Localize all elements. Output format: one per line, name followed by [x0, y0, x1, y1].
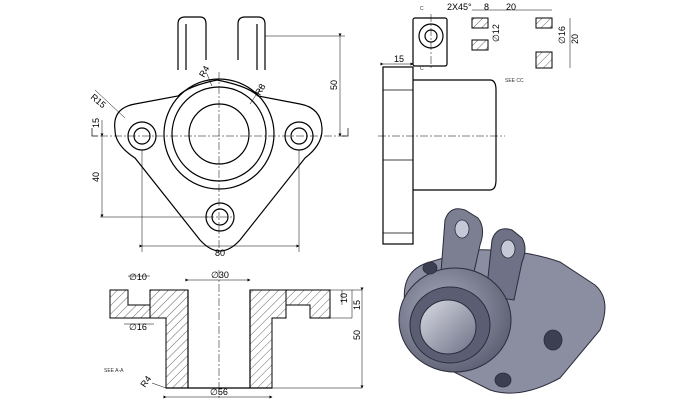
section-mark-left: [91, 128, 98, 137]
dim-r4-top-text: R4: [197, 64, 211, 79]
dim-80-text: 80: [215, 248, 225, 258]
cc-lower-right: [535, 51, 553, 69]
dim-15-side-text: 15: [394, 54, 404, 64]
dim-50-sec-text: 50: [352, 330, 362, 340]
leader-r15: [94, 89, 126, 119]
side-boss: [413, 79, 497, 191]
section-view: ∅10 ∅30 ∅16 ∅56 R4 10 15 50 SEE A-A: [104, 270, 364, 399]
iso-left-lug-hole: [454, 219, 470, 239]
cc-upper-right: [535, 17, 553, 29]
top-view: 50 40 15 80 R15 R4 R8: [89, 16, 349, 258]
dim-phi56-text: ∅56: [210, 387, 228, 397]
section-left-wall: [149, 289, 189, 389]
section-left-flange: [109, 289, 151, 319]
section-c-bottom: C: [420, 66, 424, 72]
dim-chamfer-text: 2X45°: [447, 2, 472, 12]
view-aa-label: SEE A-A: [104, 368, 124, 374]
view-cc-label: SEE CC: [505, 78, 524, 84]
dim-r4-sec-text: R4: [138, 374, 153, 389]
leader-r8: [249, 85, 263, 105]
right-lug-outline: [237, 16, 266, 70]
iso-hole-bottom: [494, 372, 512, 388]
side-flange: [382, 66, 414, 245]
flange-outline: [114, 79, 323, 252]
dim-20-top-text: 20: [506, 2, 516, 12]
dim-20-side-text: 20: [570, 34, 580, 44]
side-lug: [412, 17, 448, 67]
dim-phi16-side-text: ∅16: [557, 26, 567, 44]
iso-hole-right: [543, 329, 563, 351]
section-right-wall: [249, 289, 287, 389]
section-mark-right: [342, 128, 349, 137]
section-c-top: C: [420, 6, 424, 12]
dim-15-sec-text: 15: [352, 300, 362, 310]
iso-right-lug-hole: [500, 239, 516, 259]
iso-bore: [419, 299, 477, 355]
dim-10-text: 10: [339, 293, 349, 303]
dim-r8-text: R8: [253, 82, 267, 97]
leader-r4-sec: [151, 382, 167, 389]
section-right-flange: [285, 289, 331, 319]
dim-phi30-text: ∅30: [211, 270, 229, 280]
iso-hole-left: [422, 261, 438, 275]
dim-50-text: 50: [329, 80, 339, 90]
dim-r15-text: R15: [89, 92, 108, 110]
iso-right-lug: [485, 228, 526, 301]
cc-upper-left: [471, 17, 489, 29]
dim-15-left-text: 15: [91, 118, 101, 128]
dim-phi16-text: ∅16: [129, 322, 147, 332]
dim-40-text: 40: [91, 172, 101, 182]
dim-phi10-text: ∅10: [129, 272, 147, 282]
isometric-view: [398, 208, 606, 394]
dim-phi12-text: ∅12: [491, 24, 501, 42]
left-lug-outline: [177, 16, 207, 70]
leader-r4-top: [206, 73, 213, 87]
side-view: C C 15 2X45° 8 20 ∅12 ∅16 20 SEE CC: [378, 2, 580, 245]
cc-lower-left: [471, 39, 489, 51]
dim-8-text: 8: [484, 2, 489, 12]
